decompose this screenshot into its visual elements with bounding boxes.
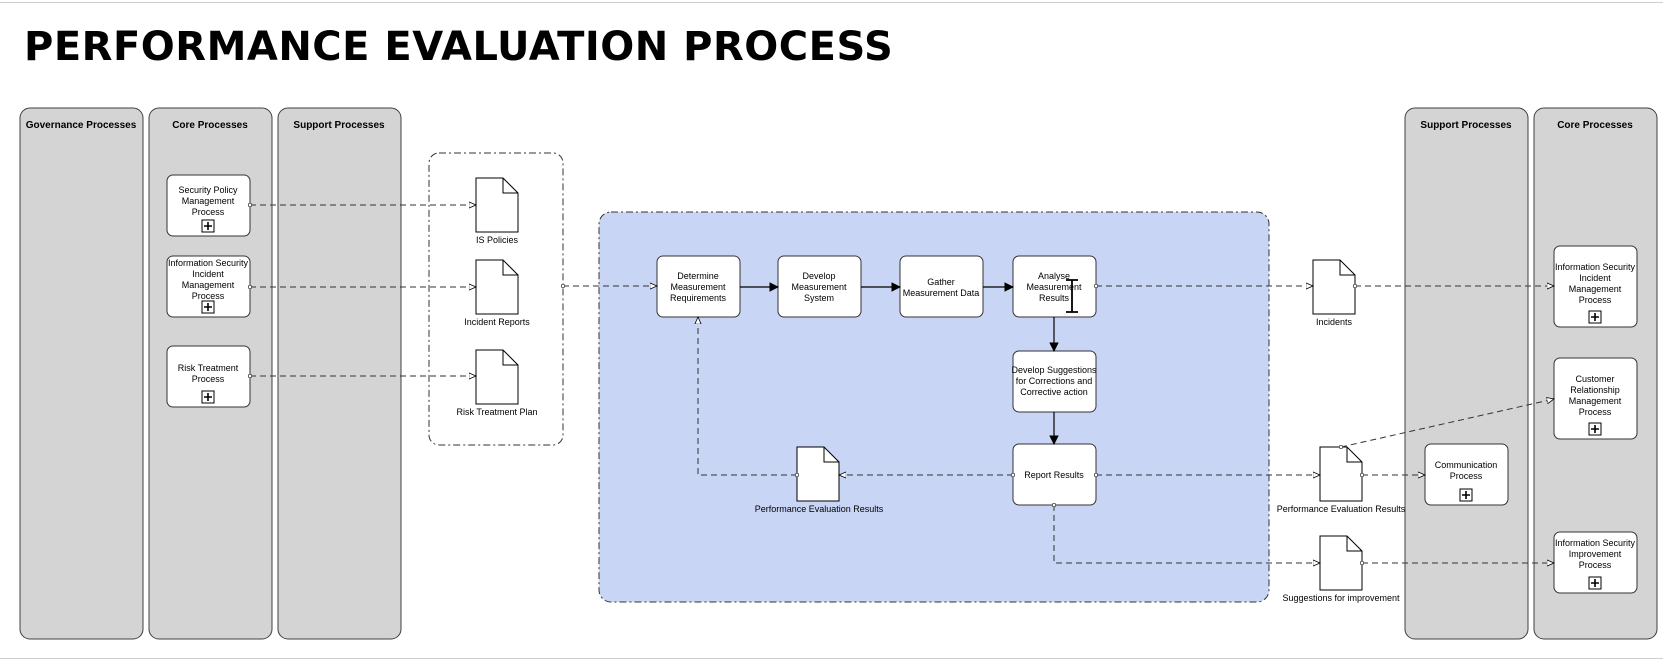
doc-performance-evaluation-results-outer[interactable]: Performance Evaluation Results (1277, 446, 1406, 514)
doc-incidents[interactable]: Incidents (1312, 259, 1356, 327)
text-cursor-icon (1066, 279, 1078, 313)
connectors (250, 205, 1554, 563)
doc-incident-reports[interactable]: Incident Reports (464, 259, 530, 327)
svg-text:Report Results: Report Results (1024, 470, 1084, 480)
inputs-group (428, 152, 564, 446)
doc-perf-eval-inner-label: Performance Evaluation Results (755, 504, 884, 514)
expand-icon[interactable] (1588, 576, 1602, 590)
doc-performance-evaluation-results-inner[interactable]: Performance Evaluation Results (755, 446, 884, 514)
lane-support-right-label: Support Processes (1420, 120, 1512, 131)
doc-is-policies-label: IS Policies (476, 235, 519, 245)
lane-support-left: Support Processes (277, 107, 402, 640)
bottom-divider (0, 658, 1663, 659)
lane-governance-label: Governance Processes (26, 120, 137, 131)
doc-suggestions-improvement[interactable]: Suggestions for improvement (1282, 535, 1400, 603)
lane-core-left-label: Core Processes (172, 120, 248, 131)
doc-is-policies[interactable]: IS Policies (475, 177, 519, 245)
top-divider (0, 2, 1663, 3)
doc-incidents-label: Incidents (1316, 317, 1353, 327)
doc-risk-treatment-plan[interactable]: Risk Treatment Plan (456, 349, 538, 417)
doc-incident-reports-label: Incident Reports (464, 317, 530, 327)
expand-icon[interactable] (1459, 488, 1473, 502)
expand-icon[interactable] (201, 390, 215, 404)
task-report-results[interactable]: Report Results (1012, 443, 1097, 506)
lane-support-right: Support Processes (1404, 107, 1529, 640)
expand-icon[interactable] (201, 219, 215, 233)
doc-suggestions-label: Suggestions for improvement (1282, 593, 1400, 603)
lane-governance: Governance Processes (19, 107, 144, 640)
expand-icon[interactable] (1588, 310, 1602, 324)
doc-risk-treatment-plan-label: Risk Treatment Plan (456, 407, 537, 417)
lane-core-right-label: Core Processes (1557, 120, 1633, 131)
lane-support-left-label: Support Processes (293, 120, 385, 131)
doc-perf-eval-outer-label: Performance Evaluation Results (1277, 504, 1406, 514)
expand-icon[interactable] (1588, 422, 1602, 436)
page-title: PERFORMANCE EVALUATION PROCESS (24, 24, 894, 70)
expand-icon[interactable] (201, 300, 215, 314)
